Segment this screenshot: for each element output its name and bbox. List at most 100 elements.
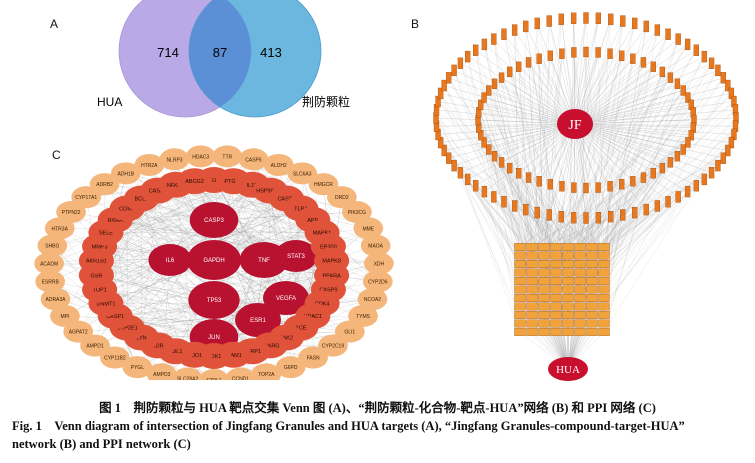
- jf-edge: [574, 50, 697, 125]
- jf-edge: [519, 127, 694, 307]
- jf-target-node: [526, 243, 538, 251]
- jf-target-node: [574, 328, 586, 336]
- jf-edge: [567, 272, 605, 370]
- jf-compound-node: [650, 61, 656, 72]
- ppi-edge: [99, 289, 271, 346]
- jf-compound-node: [674, 78, 681, 89]
- jf-edge: [567, 280, 605, 370]
- jf-compound-node: [620, 15, 626, 27]
- jf-target-node: [562, 285, 574, 294]
- svg-text:BCL2: BCL2: [135, 197, 149, 203]
- ppi-edge: [96, 181, 234, 276]
- svg-text:FASN: FASN: [307, 356, 320, 362]
- venn-overlap-region: [188, 0, 252, 107]
- svg-text:NLRP3: NLRP3: [166, 157, 182, 163]
- ppi-node-adrb2: ADRB2: [89, 173, 120, 196]
- jf-edge: [574, 20, 623, 125]
- jf-compound-node: [675, 191, 681, 203]
- jf-edge: [561, 123, 576, 217]
- svg-text:AMPD3: AMPD3: [153, 372, 170, 378]
- jf-compound-node: [665, 196, 671, 208]
- jf-target-node: [526, 311, 538, 319]
- ppi-edge: [270, 190, 287, 299]
- svg-text:TOP2A: TOP2A: [258, 372, 275, 378]
- jf-compound-node: [525, 57, 532, 68]
- jf-edge: [543, 173, 654, 290]
- svg-text:LYN: LYN: [136, 335, 146, 341]
- svg-text:ACE: ACE: [295, 326, 307, 332]
- jf-edge: [579, 142, 689, 299]
- jf-edge: [555, 52, 599, 282]
- jf-compound-node: [674, 151, 681, 162]
- svg-text:VEGFA: VEGFA: [276, 296, 296, 302]
- svg-text:DRD2: DRD2: [335, 195, 349, 201]
- svg-text:ICAM1: ICAM1: [225, 353, 242, 359]
- jf-edge: [567, 112, 694, 265]
- jf-edge: [574, 123, 684, 150]
- jf-compound-node: [516, 61, 522, 72]
- svg-text:HSP90AA1: HSP90AA1: [256, 189, 284, 195]
- jf-target-node: [574, 294, 586, 302]
- jf-target-node: [598, 328, 610, 336]
- jf-edge: [493, 38, 576, 125]
- jf-target-node: [586, 302, 598, 311]
- ppi-node-ncoa2: NCOA2: [357, 288, 388, 311]
- svg-text:HTR2A: HTR2A: [141, 163, 158, 169]
- jf-compound-node: [481, 185, 488, 198]
- jf-compound-node: [570, 212, 577, 224]
- jf-edge: [573, 187, 605, 265]
- jf-target-node: [586, 319, 598, 328]
- jf-compound-node: [688, 129, 694, 141]
- jf-compound-node: [632, 17, 638, 30]
- jf-edge: [555, 135, 692, 256]
- jf-edge: [573, 18, 593, 299]
- jf-target-node: [538, 319, 550, 328]
- svg-text:PIK3CG: PIK3CG: [348, 210, 366, 216]
- jf-target-node: [514, 268, 526, 277]
- panel-label-c: C: [52, 148, 61, 162]
- jf-edge: [574, 77, 671, 125]
- jf-compound-node: [643, 20, 649, 33]
- svg-text:ESR1: ESR1: [250, 318, 266, 324]
- svg-text:GAPDH: GAPDH: [203, 258, 224, 264]
- jf-target-node: [586, 268, 598, 277]
- ppi-edge: [194, 181, 287, 299]
- jf-edge: [579, 51, 587, 265]
- jf-edge: [494, 83, 533, 256]
- jf-edge: [440, 123, 576, 143]
- jf-target-node: [562, 294, 574, 302]
- jf-edge: [574, 123, 688, 192]
- ppi-edge: [115, 219, 215, 338]
- jf-edge: [555, 134, 735, 248]
- jf-compound-node: [546, 15, 552, 27]
- jf-compound-node: [583, 182, 589, 194]
- jf-edge: [603, 201, 669, 282]
- svg-text:MAPK8: MAPK8: [322, 259, 341, 265]
- jf-target-node: [514, 243, 526, 251]
- jf-edge: [591, 181, 633, 290]
- ppi-node-ccnd1: CCND1: [225, 367, 256, 380]
- jf-compound-node: [559, 48, 565, 59]
- jf-edge: [531, 272, 569, 370]
- jf-compound-node: [725, 79, 731, 92]
- jf-edge: [574, 85, 728, 125]
- jf-compound-node: [534, 206, 540, 219]
- jf-compound-node: [708, 57, 715, 69]
- jf-target-node: [562, 251, 574, 260]
- jf-edge: [555, 34, 669, 248]
- svg-text:MMP3: MMP3: [92, 244, 108, 250]
- jf-compound-node: [675, 33, 681, 45]
- jf-edge: [597, 52, 605, 248]
- jf-edge: [603, 212, 635, 290]
- jf-edge: [501, 77, 581, 248]
- jf-target-node: [586, 243, 598, 251]
- jf-compound-node: [643, 203, 649, 216]
- jf-target-node: [514, 294, 526, 302]
- venn-right-count: 413: [260, 45, 282, 60]
- jf-compound-node: [607, 48, 613, 59]
- jf-edge: [525, 123, 576, 210]
- jf-edge: [574, 123, 718, 166]
- jf-compound-node: [506, 162, 513, 174]
